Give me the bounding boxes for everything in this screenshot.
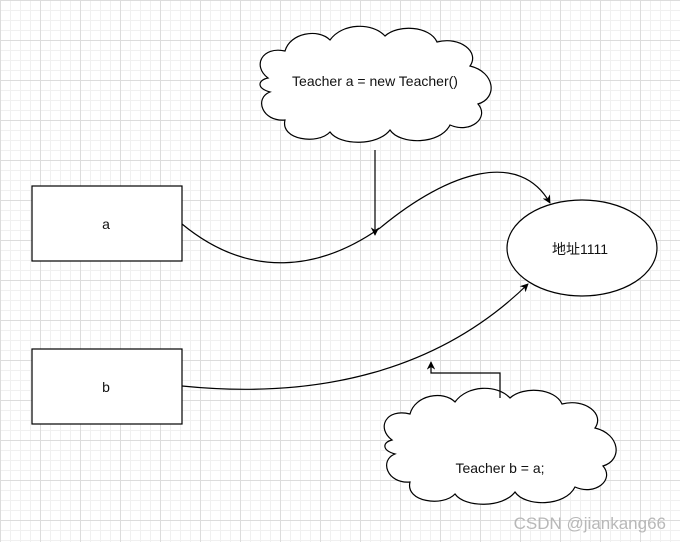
bottom-cloud-label: Teacher b = a; xyxy=(455,460,545,476)
arrow-b-to-address xyxy=(181,283,529,390)
box-a xyxy=(31,185,183,262)
top-cloud xyxy=(259,25,492,143)
watermark: CSDN @jiankang66 xyxy=(513,514,666,533)
box-a-label: a xyxy=(102,216,110,232)
arrow-a-to-address xyxy=(181,171,551,264)
box-b-label: b xyxy=(102,379,110,395)
bottom-cloud xyxy=(383,387,617,505)
top-cloud-label: Teacher a = new Teacher() xyxy=(292,73,458,89)
arrow-bottom-cloud-to-curve xyxy=(426,361,501,398)
box-b xyxy=(31,348,183,425)
address-label: 地址1111 xyxy=(551,241,609,257)
address-ellipse xyxy=(506,199,658,297)
